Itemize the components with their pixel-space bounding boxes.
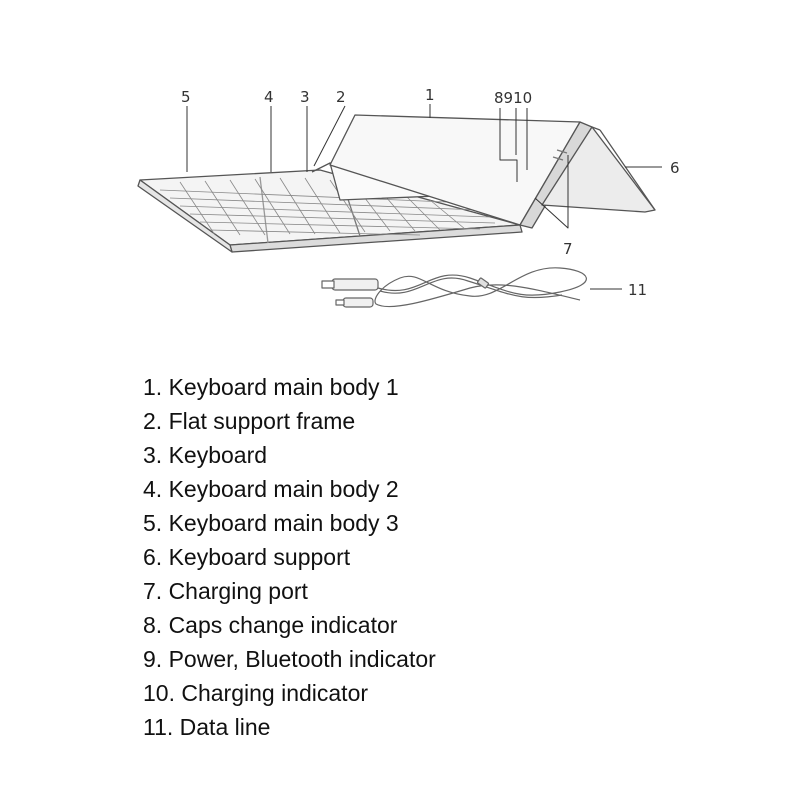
- leader-lines: [186, 104, 662, 290]
- callout-11: 11: [628, 281, 647, 299]
- callout-6: 6: [670, 159, 680, 177]
- legend-item-1: 1. Keyboard main body 1: [143, 374, 399, 400]
- keyboard-exploded-diagram: 5 4 3 2 1 8910 6 7 11: [137, 86, 680, 308]
- callout-8-9-10: 8910: [494, 89, 532, 107]
- callout-5: 5: [181, 88, 191, 106]
- parts-legend: 1. Keyboard main body 1 2. Flat support …: [143, 370, 436, 744]
- usb-data-line: [321, 267, 587, 308]
- legend-item-7: 7. Charging port: [143, 578, 308, 604]
- legend-item-6: 6. Keyboard support: [143, 544, 351, 570]
- legend-item-11: 11. Data line: [143, 714, 271, 740]
- legend-item-3: 3. Keyboard: [143, 442, 268, 468]
- callout-3: 3: [300, 88, 310, 106]
- legend-item-2: 2. Flat support frame: [143, 408, 356, 434]
- callout-2: 2: [336, 88, 346, 106]
- legend-item-10: 10. Charging indicator: [143, 680, 369, 706]
- callout-7: 7: [563, 240, 573, 258]
- keyboard-tray: [137, 169, 523, 253]
- keyboard-main-body-1: [329, 114, 593, 229]
- legend-item-9: 9. Power, Bluetooth indicator: [143, 646, 436, 672]
- key-grid: [159, 177, 496, 236]
- legend-item-8: 8. Caps change indicator: [143, 612, 398, 638]
- callout-4: 4: [264, 88, 274, 106]
- legend-item-4: 4. Keyboard main body 2: [143, 476, 399, 502]
- keyboard-support: [541, 126, 656, 213]
- callout-1: 1: [425, 86, 435, 104]
- legend-item-5: 5. Keyboard main body 3: [143, 510, 399, 536]
